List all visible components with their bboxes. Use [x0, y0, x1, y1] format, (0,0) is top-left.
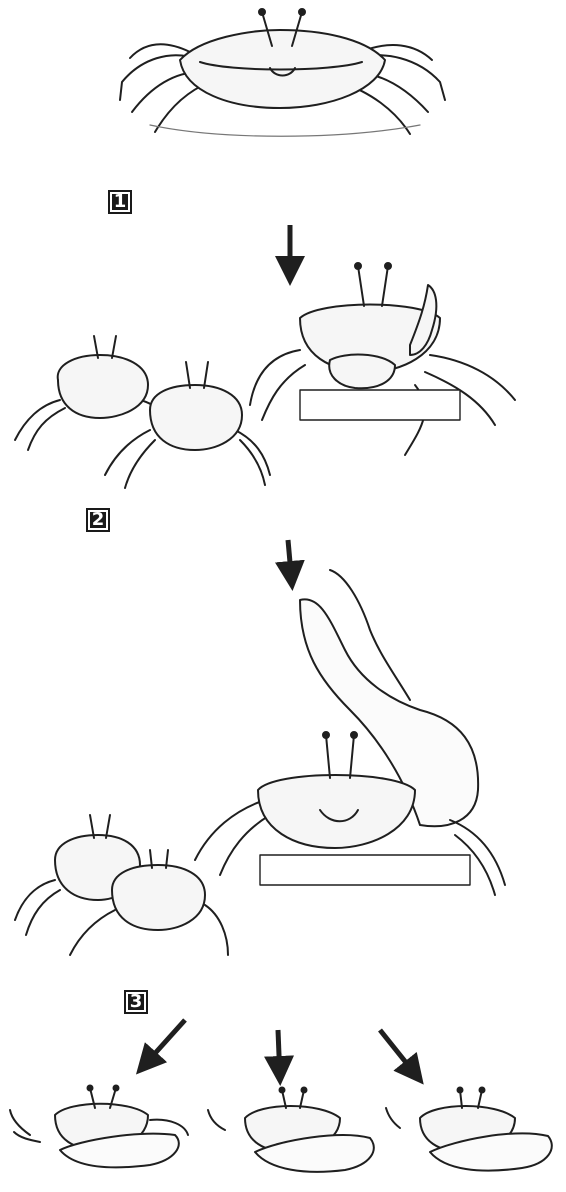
crab-top-frontal: [120, 9, 445, 136]
arrow-step-2: [288, 540, 292, 585]
arrow-step-3-right: [380, 1030, 420, 1080]
female-crab-1: [15, 336, 175, 450]
male-crab-raised-claw: [250, 263, 515, 455]
male-crab-bottom-left: [10, 1086, 188, 1168]
arrow-step-3-middle: [278, 1030, 280, 1080]
arrow-step-3-left: [140, 1020, 185, 1070]
male-crab-bottom-middle: [208, 1088, 374, 1172]
male-crab-waving-claw: [195, 570, 505, 895]
male-crab-bottom-right: [386, 1088, 552, 1171]
